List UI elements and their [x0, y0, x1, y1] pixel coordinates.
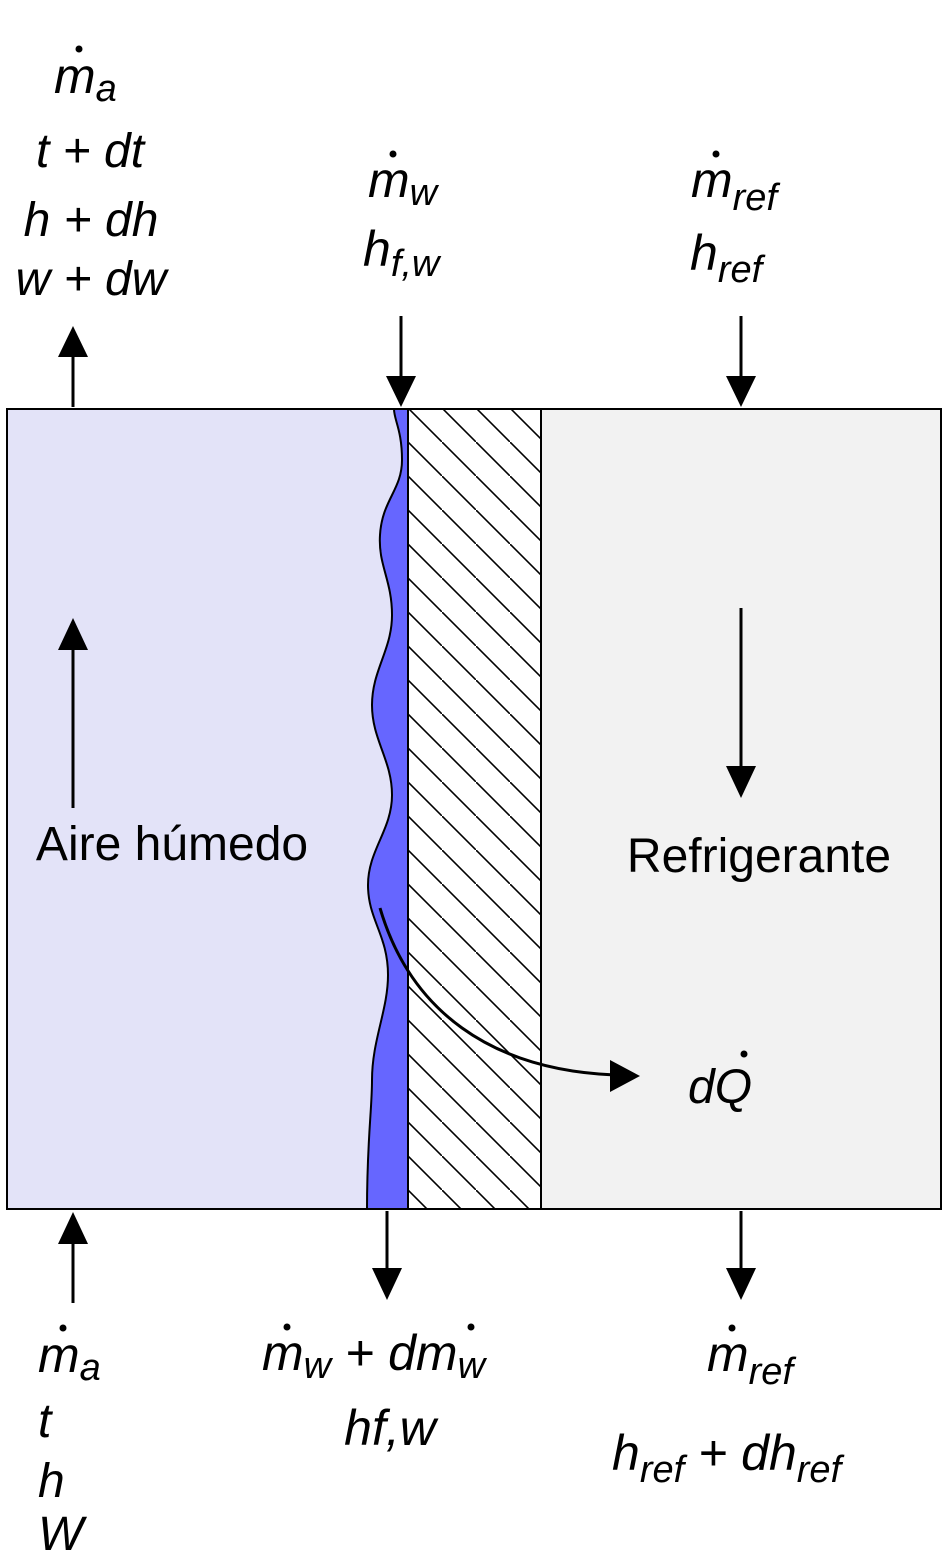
air-out-mass-flow-sub: a [96, 68, 117, 110]
heat-d: d [688, 1061, 716, 1114]
air-in-humidity: W [38, 1508, 88, 1561]
ref-out-enthalpy-sub: ref [640, 1449, 688, 1491]
refrigerant-region-label: Refrigerante [627, 830, 891, 883]
water-outlet-arrow [372, 1211, 402, 1300]
svg-text:mw + dmw: mw + dmw [262, 1325, 488, 1387]
water-out-plus-d: + d [331, 1325, 418, 1381]
heat-q: Q [715, 1061, 752, 1114]
heat-flow-arrow [378, 907, 616, 1077]
ref-out-plus-dh: + dh [684, 1425, 797, 1481]
water-out-mass-flow: m [262, 1325, 304, 1381]
air-region-label: Aire húmedo [36, 818, 308, 871]
refrigerant-outlet-labels: mref href + dhref [612, 1324, 845, 1491]
ref-out-enthalpy: h [612, 1425, 640, 1481]
refrigerant-inlet-arrow [726, 316, 756, 407]
condensate-water-film [365, 408, 409, 1210]
ref-in-mass-flow: m [691, 152, 733, 208]
air-outlet-arrow [58, 326, 88, 407]
air-flow-arrow [58, 618, 88, 808]
air-out-humidity: w + dw [16, 253, 170, 306]
refrigerant-outlet-arrow [726, 1211, 756, 1300]
air-out-enthalpy: h + dh [24, 194, 159, 247]
water-out-enthalpy: hf,w [344, 1400, 439, 1456]
air-out-temperature: t + dt [36, 125, 146, 178]
svg-text:mw: mw [368, 152, 440, 214]
svg-text:href + dhref: href + dhref [612, 1425, 845, 1491]
heat-transfer-label: dQ [688, 1050, 752, 1114]
air-in-temperature: t [38, 1395, 53, 1448]
air-inlet-labels: ma t h W [38, 1324, 101, 1561]
refrigerant-inlet-labels: mref href [690, 150, 780, 291]
ref-in-mass-flow-sub: ref [733, 177, 781, 219]
ref-out-mass-flow-sub: ref [749, 1351, 797, 1393]
svg-text:hf,w: hf,w [363, 221, 442, 285]
ref-in-enthalpy: h [690, 225, 718, 281]
ref-out-mass-flow: m [707, 1326, 749, 1382]
air-in-mass-flow: m [38, 1327, 80, 1383]
refrigerant-flow-arrow [726, 608, 756, 798]
svg-text:ma: ma [38, 1327, 101, 1389]
air-outlet-labels: ma t + dt h + dh w + dw [16, 45, 170, 306]
svg-text:href: href [690, 225, 766, 291]
water-in-mass-flow-sub: w [410, 172, 440, 214]
water-inlet-arrow [386, 316, 416, 407]
svg-text:dQ: dQ [688, 1061, 752, 1114]
moist-air-region [6, 408, 409, 1210]
svg-text:ma: ma [54, 48, 117, 110]
tube-wall [408, 408, 542, 1210]
water-in-enthalpy: h [363, 221, 391, 277]
ref-in-enthalpy-sub: ref [718, 249, 766, 291]
water-inlet-labels: mw hf,w [363, 150, 442, 285]
water-in-enthalpy-sub: f,w [391, 243, 442, 285]
ref-out-dh-sub: ref [797, 1449, 845, 1491]
water-out-dm: m [416, 1325, 458, 1381]
air-in-mass-flow-sub: a [80, 1347, 101, 1389]
water-outlet-labels: mw + dmw hf,w [262, 1323, 488, 1456]
heat-flow-arrowhead [610, 1060, 640, 1092]
air-out-mass-flow: m [54, 48, 96, 104]
water-out-dm-sub: w [458, 1345, 488, 1387]
air-in-enthalpy: h [38, 1455, 65, 1508]
svg-text:mref: mref [707, 1326, 796, 1393]
air-inlet-arrow [58, 1212, 88, 1303]
water-out-mass-flow-sub: w [304, 1345, 334, 1387]
svg-text:mref: mref [691, 152, 780, 219]
water-in-mass-flow: m [368, 152, 410, 208]
